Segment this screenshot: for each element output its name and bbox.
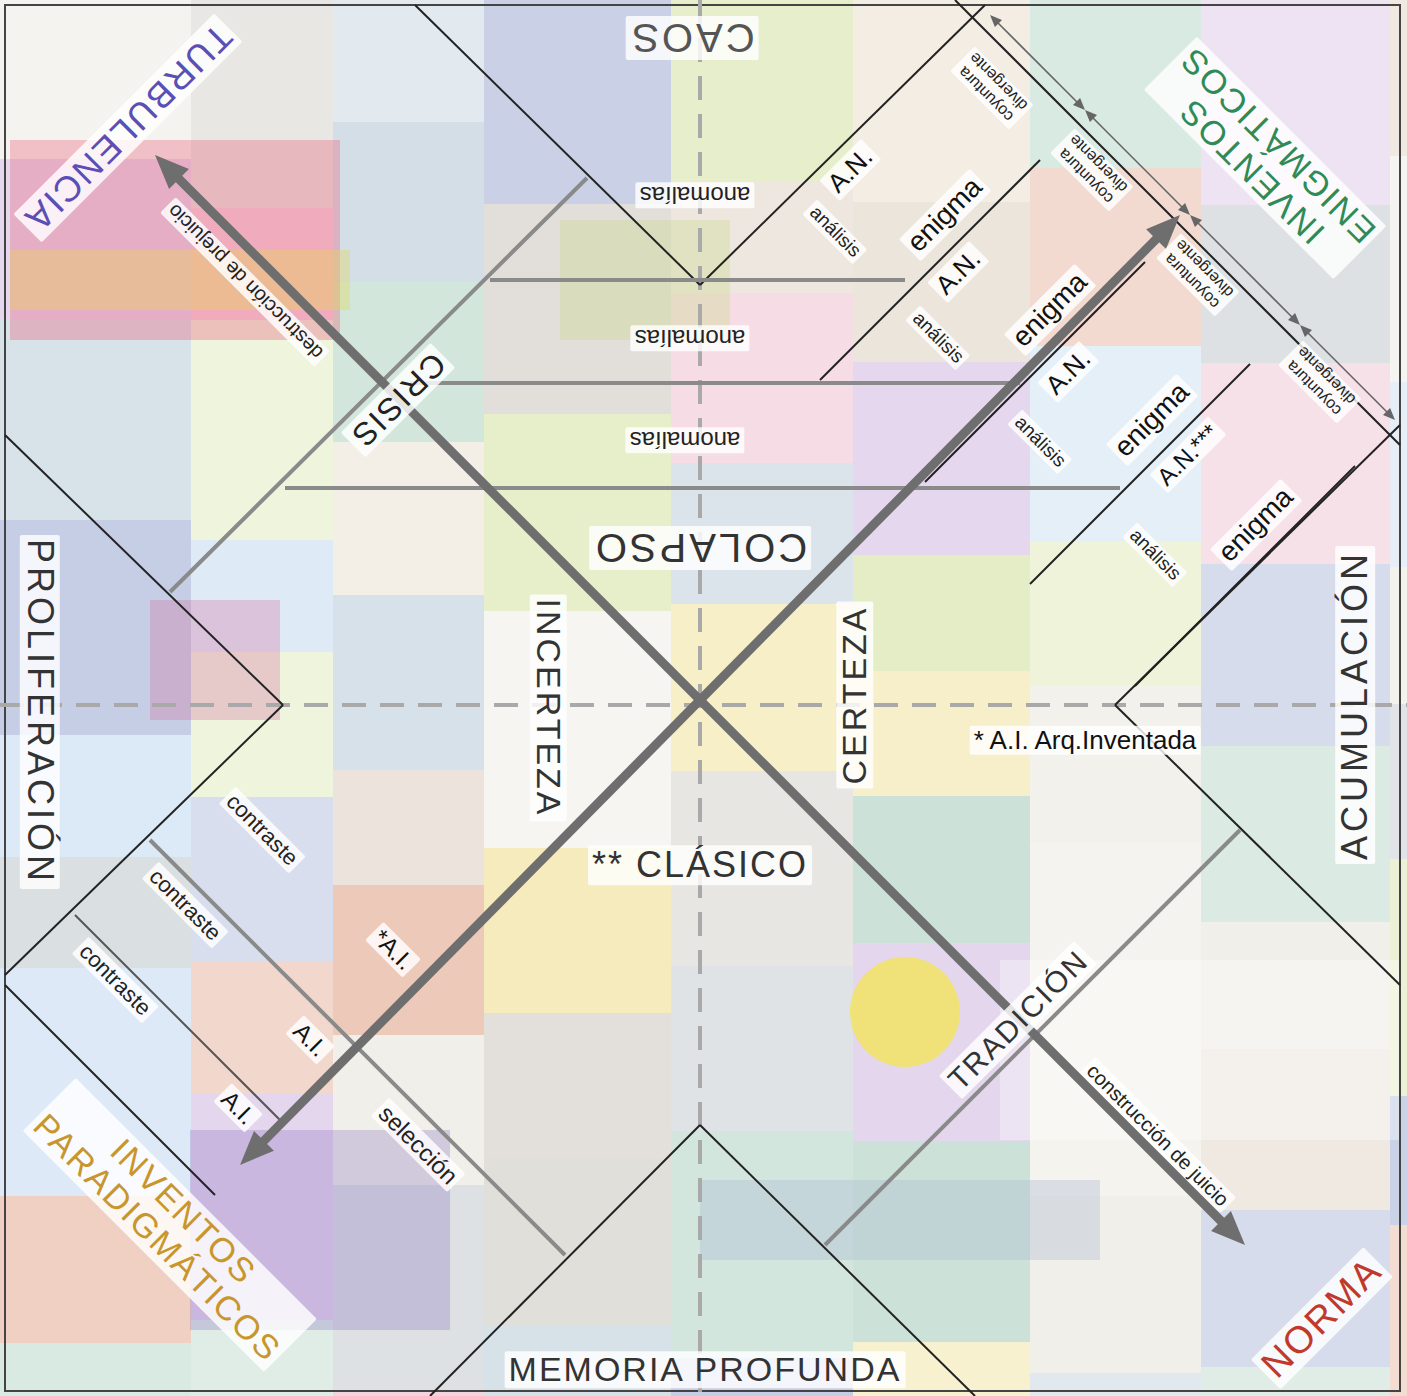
step-line <box>820 160 1040 380</box>
zone-label: COLAPSO <box>589 526 811 570</box>
zone-label: MEMORIA PROFUNDA <box>505 1351 906 1388</box>
main-axis-arrow <box>259 234 1161 1145</box>
contrast-line <box>75 915 285 1125</box>
zone-label: ACUMULACIÓN <box>1335 546 1375 864</box>
axis-label: CERTEZA <box>836 601 873 788</box>
footnote: * A.I. Arq.Inventada <box>970 726 1201 755</box>
photo-tile <box>1390 0 1407 156</box>
arrowhead <box>1073 98 1085 110</box>
arrowhead <box>1190 215 1202 227</box>
photo-tile <box>1390 1225 1407 1396</box>
anomaly-line <box>410 381 1020 385</box>
arrowhead <box>1383 408 1395 420</box>
photo-tile <box>484 1013 671 1158</box>
main-axis-arrow <box>174 174 1226 1226</box>
arrowhead <box>155 155 189 189</box>
photo-tile <box>333 770 484 885</box>
photo-tile <box>1390 567 1407 704</box>
zone-label: ** CLÁSICO <box>588 845 812 885</box>
photo-tile <box>1030 843 1201 962</box>
photo-patch <box>150 600 280 720</box>
step-label: anomalías <box>636 182 755 208</box>
photo-tile <box>1390 704 1407 859</box>
photo-tile <box>333 122 484 282</box>
zone-label: PROLIFERACIÓN <box>20 535 60 889</box>
photo-tile <box>1390 156 1407 382</box>
arrowhead <box>1211 1211 1245 1245</box>
step-label: anomalías <box>631 325 750 351</box>
zone-label: CAOS <box>625 16 758 60</box>
arrow-layer <box>155 15 1395 1245</box>
photo-tile <box>1390 382 1407 567</box>
photo-tile <box>333 885 484 1035</box>
photo-patch <box>700 1180 1100 1260</box>
arrowhead <box>1300 325 1312 337</box>
photo-tile <box>1030 1373 1201 1396</box>
arrowhead <box>990 15 1002 27</box>
photo-tile <box>333 0 484 122</box>
photo-tile <box>853 555 1030 671</box>
photo-tile <box>853 796 1030 943</box>
photo-tile <box>333 595 484 770</box>
arrowhead <box>240 1131 274 1165</box>
axis-label: INCERTEZA <box>529 594 566 821</box>
anomaly-line <box>285 486 1120 490</box>
arrowhead <box>1085 110 1097 122</box>
arrowhead <box>1288 313 1300 325</box>
step-label: anomalías <box>626 427 745 453</box>
photo-tile <box>0 319 191 520</box>
yellow-sphere <box>850 957 960 1067</box>
frame <box>5 5 1400 1391</box>
photo-tile <box>0 1343 191 1396</box>
arrowhead <box>1178 203 1190 215</box>
anomaly-line <box>490 278 905 282</box>
